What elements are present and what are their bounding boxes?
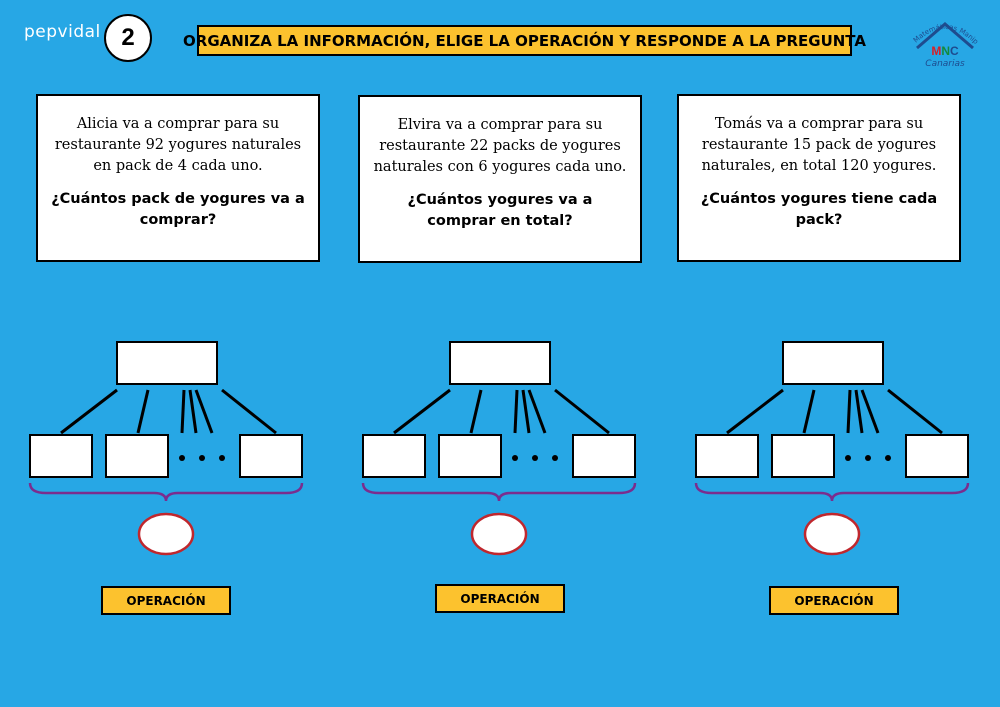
group-box[interactable] [771, 434, 835, 478]
ellipsis-dot [219, 455, 225, 461]
operation-label-3: OPERACIÓN [769, 586, 899, 615]
ellipsis-dot [512, 455, 518, 461]
division-diagram-1 [26, 335, 306, 565]
problem-card-2: Elvira va a comprar para su restaurante … [358, 95, 642, 263]
grouping-brace [694, 482, 970, 502]
ellipsis-dot [865, 455, 871, 461]
problem-text: Alicia va a comprar para su restaurante … [54, 116, 302, 174]
ellipsis-dot [885, 455, 891, 461]
grouping-brace [28, 482, 304, 502]
operation-label-2: OPERACIÓN [435, 584, 565, 613]
mnc-logo: Matemáticas Manipulativas MNC Canarias [903, 6, 985, 72]
logo-letters: MNC [931, 44, 959, 58]
total-box[interactable] [782, 341, 884, 385]
ellipsis-dot [532, 455, 538, 461]
ellipsis-dot [199, 455, 205, 461]
instruction-banner: ORGANIZA LA INFORMACIÓN, ELIGE LA OPERAC… [183, 25, 866, 56]
problem-question: ¿Cuántos yogures tiene cada pack? [700, 191, 938, 228]
logo-subtitle: Canarias [925, 59, 965, 69]
svg-text:Matemáticas Manipulativas: Matemáticas Manipulativas [905, 12, 980, 46]
problem-card-1: Alicia va a comprar para su restaurante … [36, 94, 320, 262]
problem-question: ¿Cuántos yogures va a comprar en total? [407, 192, 593, 229]
operation-label-1: OPERACIÓN [101, 586, 231, 615]
ellipsis-dot [179, 455, 185, 461]
group-box[interactable] [438, 434, 502, 478]
author-label: pepvidal [24, 22, 101, 42]
group-box[interactable] [29, 434, 93, 478]
answer-ellipse[interactable] [470, 512, 528, 556]
group-box[interactable] [239, 434, 303, 478]
activity-number-badge: 2 [104, 14, 152, 62]
total-box[interactable] [116, 341, 218, 385]
answer-ellipse[interactable] [137, 512, 195, 556]
group-box[interactable] [362, 434, 426, 478]
group-box[interactable] [905, 434, 969, 478]
group-box[interactable] [695, 434, 759, 478]
problem-question: ¿Cuántos pack de yogures va a comprar? [51, 191, 305, 228]
grouping-brace [361, 482, 637, 502]
total-box[interactable] [449, 341, 551, 385]
problem-text: Tomás va a comprar para su restaurante 1… [701, 116, 937, 174]
ellipsis-dot [845, 455, 851, 461]
problem-card-3: Tomás va a comprar para su restaurante 1… [677, 94, 961, 262]
answer-ellipse[interactable] [803, 512, 861, 556]
division-diagram-3 [692, 335, 972, 565]
group-box[interactable] [572, 434, 636, 478]
logo-arc-text: Matemáticas Manipulativas [903, 6, 980, 46]
ellipsis-dot [552, 455, 558, 461]
group-box[interactable] [105, 434, 169, 478]
division-diagram-2 [359, 335, 639, 565]
problem-text: Elvira va a comprar para su restaurante … [373, 117, 627, 175]
